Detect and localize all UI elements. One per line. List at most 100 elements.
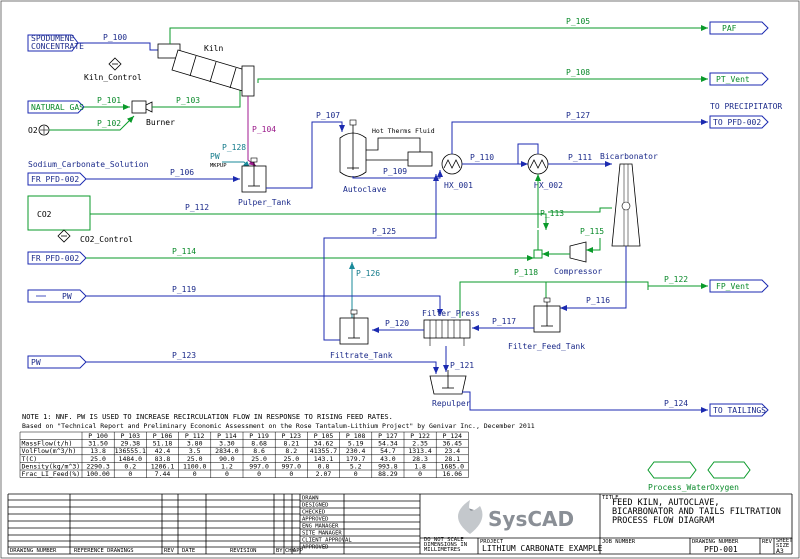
table-header-cell: P_114 (217, 432, 237, 440)
stream-p105-line[interactable] (169, 25, 708, 44)
hx-001[interactable] (441, 153, 463, 175)
table-cell: 2290.3 (86, 462, 110, 470)
repulper[interactable] (429, 370, 467, 395)
stream-p113-line[interactable] (548, 207, 612, 213)
compressor[interactable] (569, 241, 587, 263)
stream-p121-label: P_121 (450, 361, 474, 370)
stream-p112-line[interactable] (90, 213, 549, 230)
co2-control-icon[interactable] (57, 229, 71, 243)
inlet-spodumene[interactable]: SPODUMENE CONCENTRATE (27, 34, 84, 52)
legend-process-water-label: Process_Water (648, 483, 711, 492)
inlet-pw-a[interactable]: PW (27, 289, 87, 303)
do-not-scale-1: DO NOT SCALE (424, 537, 464, 543)
stream-p124-line[interactable] (462, 391, 708, 413)
col-by: BY (276, 548, 283, 554)
outlet-paf[interactable]: PAF (709, 21, 769, 35)
col-app: APP (293, 548, 304, 554)
table-cell: 997.0 (282, 462, 302, 470)
stream-p117-label: P_117 (492, 317, 516, 326)
table-cell: 43.0 (380, 455, 396, 463)
stream-p119-line[interactable] (86, 295, 443, 316)
stream-p118-label: P_118 (514, 268, 538, 277)
col-rev: REV (164, 548, 175, 554)
table-header-cell: P_108 (346, 432, 366, 440)
outlet-pt-vent[interactable]: PT_Vent (709, 72, 769, 86)
size-caption: SIZE (776, 543, 789, 549)
table-cell: 2834.0 (215, 447, 239, 455)
hx-002-bypass-line[interactable] (517, 143, 539, 164)
table-cell: 29.38 (121, 440, 141, 448)
table-cell: 0 (257, 470, 261, 478)
stream-p122-line[interactable] (647, 283, 708, 290)
autoclave[interactable] (339, 119, 367, 178)
outlet-fp-vent[interactable]: FP_Vent (709, 279, 769, 293)
table-cell: 997.0 (249, 462, 269, 470)
table-cell: 143.1 (314, 455, 334, 463)
table-cell: 0 (193, 470, 197, 478)
table-cell: 5.2 (350, 462, 362, 470)
stream-p123-line[interactable] (86, 361, 439, 374)
table-cell: 136555.1 (115, 447, 146, 455)
stream-p116-line[interactable] (560, 246, 627, 311)
table-row-label: MassFlow(t/h) (22, 440, 73, 448)
svg-text:CONCENTRATE: CONCENTRATE (31, 42, 84, 51)
title-block-role: DRAWN (302, 496, 319, 502)
stream-p122-label: P_122 (664, 275, 688, 284)
inlet-fr-pfd-002-a[interactable]: FR PFD-002 (27, 172, 87, 186)
hot-therms-fluid[interactable] (366, 137, 433, 167)
hx-002[interactable] (527, 153, 549, 175)
kiln[interactable] (157, 43, 255, 97)
note-line-2: Based on "Technical Report and Prelimina… (22, 422, 535, 430)
filter-feed-tank[interactable] (533, 297, 561, 333)
table-row-label: VolFlow(m^3/h) (22, 447, 77, 455)
stream-p115-line[interactable] (586, 238, 601, 253)
stream-p107-line[interactable] (266, 121, 345, 189)
inlet-natural-gas[interactable]: NATURAL GAS (27, 100, 85, 114)
stream-p127-line[interactable] (451, 119, 708, 154)
stream-p111-label: P_111 (568, 153, 592, 162)
pulper-tank[interactable] (241, 157, 267, 193)
svg-text:FP_Vent: FP_Vent (716, 282, 750, 291)
co2-mixer[interactable] (533, 249, 543, 259)
kiln-control-icon[interactable] (108, 57, 122, 71)
filtrate-out-line[interactable] (323, 318, 340, 341)
sheet-caption: SHEET (776, 538, 793, 544)
stream-p102-line[interactable] (49, 115, 135, 131)
table-cell: 31.50 (88, 440, 108, 448)
project-name: LITHIUM CARBONATE EXAMPLE (482, 544, 603, 553)
burner[interactable] (131, 100, 153, 114)
table-cell: 0 (289, 470, 293, 478)
fp-vent-header-line[interactable] (460, 281, 649, 290)
stream-p110-label: P_110 (470, 153, 494, 162)
rev-caption: REV (762, 539, 773, 545)
table-cell: 25.0 (90, 455, 106, 463)
stream-p104-line[interactable] (247, 96, 257, 167)
table-row-label: Density(kg/m^3) (22, 462, 81, 470)
bicarbonator[interactable] (611, 163, 641, 247)
outlet-to-pfd-002[interactable]: TO PFD-002 (709, 115, 769, 129)
stream-p100-label: P_100 (103, 33, 127, 42)
stream-p109-line[interactable] (352, 170, 443, 179)
inlet-co2[interactable]: CO2 (27, 195, 91, 231)
table-header-cell: P_122 (410, 432, 430, 440)
svg-text:NATURAL GAS: NATURAL GAS (31, 103, 84, 112)
compressor-label: Compressor (554, 267, 602, 276)
filter-press[interactable] (423, 319, 471, 346)
table-cell: 54.34 (378, 440, 398, 448)
oxygen-fan-icon[interactable] (38, 124, 50, 136)
o2-label: O2 (28, 126, 38, 135)
stream-p108-line[interactable] (257, 76, 708, 83)
outlet-to-tailings[interactable]: TO TAILINGS (709, 403, 769, 417)
svg-text:TO TAILINGS: TO TAILINGS (713, 406, 766, 415)
inlet-pw-b[interactable]: PW (27, 355, 87, 369)
stream-p119-label: P_119 (172, 285, 196, 294)
stream-p100-line[interactable] (78, 42, 170, 53)
stream-p113-label: P_113 (540, 209, 564, 218)
stream-p124-label: P_124 (664, 399, 688, 408)
title-block-role: DESIGNED (302, 503, 329, 509)
stream-p125-line[interactable] (323, 174, 439, 318)
filter-press-label: Filter_Press (422, 309, 480, 318)
stream-p125-label: P_125 (372, 227, 396, 236)
inlet-fr-pfd-002-b[interactable]: FR PFD-002 (27, 251, 87, 265)
filtrate-tank[interactable] (339, 309, 369, 345)
